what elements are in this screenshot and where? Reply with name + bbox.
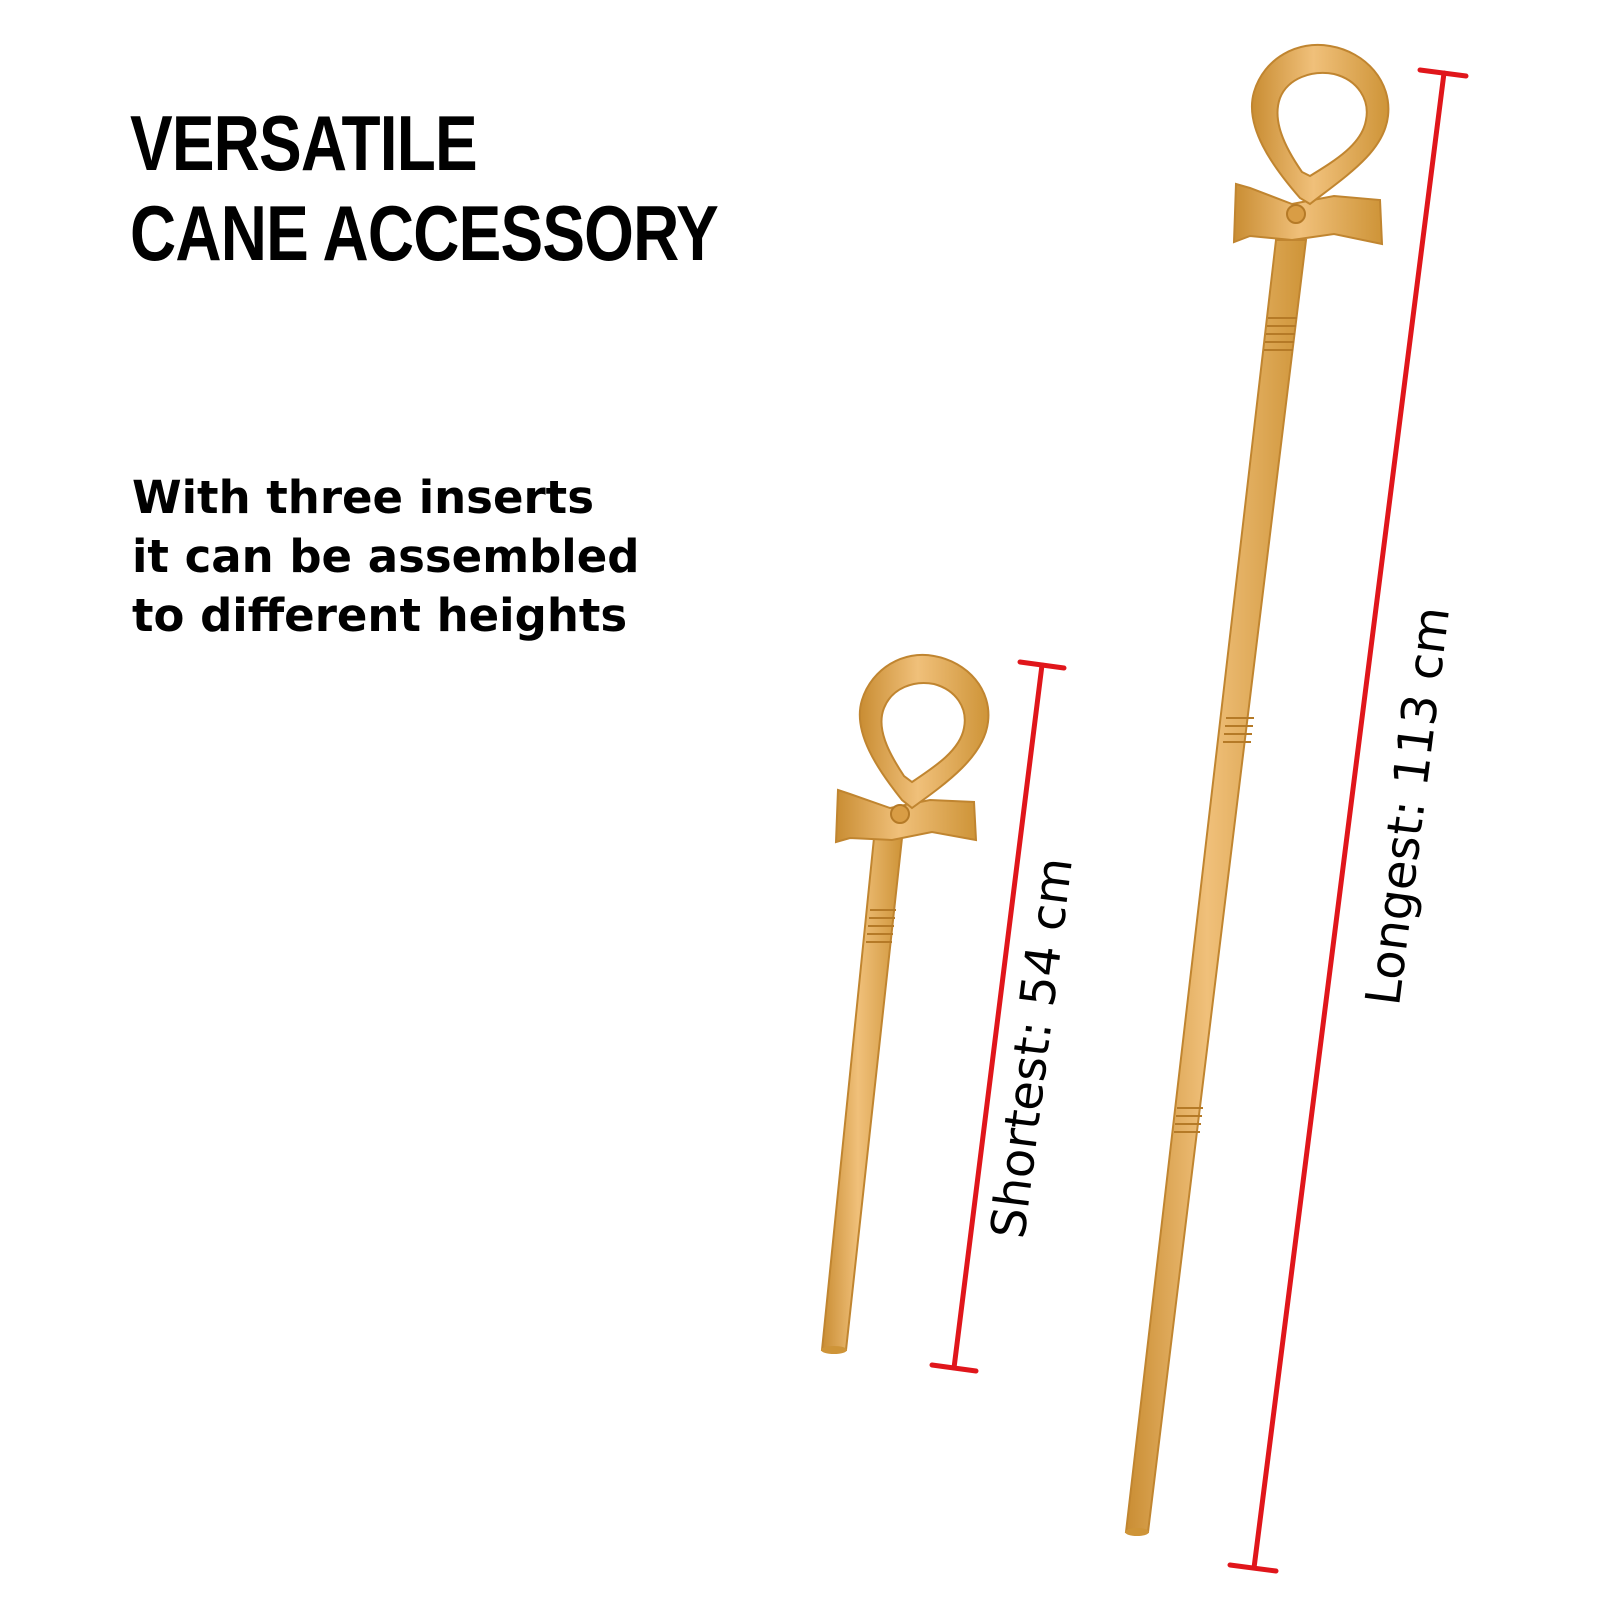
long-cane-knob <box>1286 204 1306 224</box>
description-line-2: it can be assembled <box>132 530 640 583</box>
long-cane-shaft <box>1124 239 1308 1533</box>
long-measure-line <box>1227 67 1469 1574</box>
long-cane-joint-1 <box>1223 717 1254 743</box>
short-cane-tip <box>821 1346 847 1354</box>
description-text: With three inserts it can be assembled t… <box>132 468 639 645</box>
short-cane-loop <box>858 653 990 810</box>
short-cane-knob <box>890 804 910 824</box>
long-cane-joint-2 <box>1174 1107 1203 1133</box>
long-cane-tip <box>1125 1528 1149 1536</box>
description-line-3: to different heights <box>132 589 628 642</box>
description-line-1: With three inserts <box>132 471 594 524</box>
short-cane <box>820 653 990 1354</box>
short-cane-shaft <box>820 837 904 1351</box>
headline: VERSATILE CANE ACCESSORY <box>130 98 719 278</box>
long-cane-loop <box>1250 43 1390 206</box>
long-cane <box>1124 43 1390 1536</box>
headline-line-1: VERSATILE <box>130 99 478 187</box>
headline-line-2: CANE ACCESSORY <box>130 189 719 277</box>
short-measure-line <box>929 659 1067 1374</box>
long-cane-crossbar <box>1232 182 1384 246</box>
short-cane-grip-rings <box>866 909 896 943</box>
long-cane-grip-rings <box>1264 317 1297 351</box>
